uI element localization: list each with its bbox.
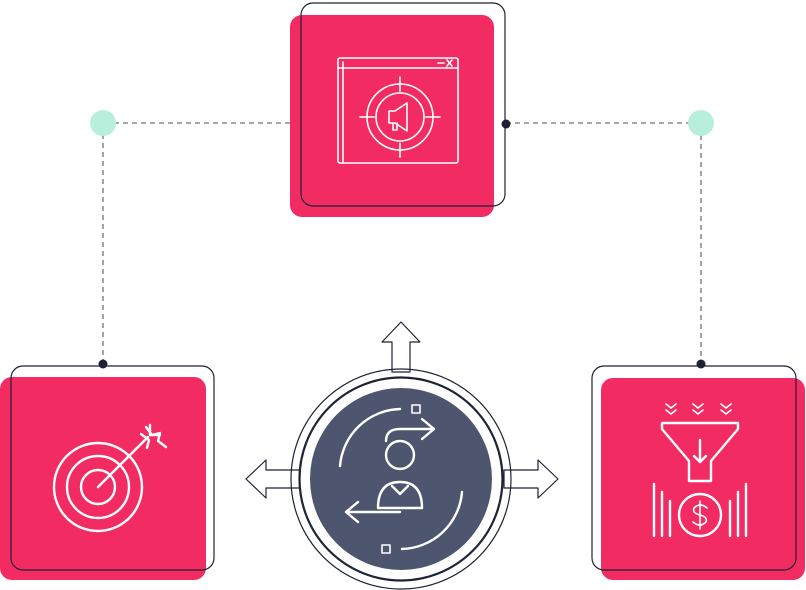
node-top-card-right [501, 119, 511, 129]
arrow-right [503, 459, 559, 499]
arrow-up [381, 321, 421, 373]
target-arrow-icon [52, 423, 168, 533]
connector-right [506, 122, 702, 364]
top-card [290, 2, 506, 217]
user-transfer-arrows-icon [338, 404, 464, 554]
connector-left [102, 122, 292, 364]
node-left-card-top [98, 359, 108, 369]
connectors [102, 122, 702, 364]
node-left-top [90, 110, 116, 136]
node-right-top [688, 110, 714, 136]
node-right-card-top [696, 359, 706, 369]
left-card [0, 365, 215, 580]
sales-funnel-dollar-icon [652, 403, 748, 538]
center-hub [245, 321, 559, 590]
browser-target-megaphone-icon [337, 57, 459, 164]
right-card [591, 365, 805, 580]
